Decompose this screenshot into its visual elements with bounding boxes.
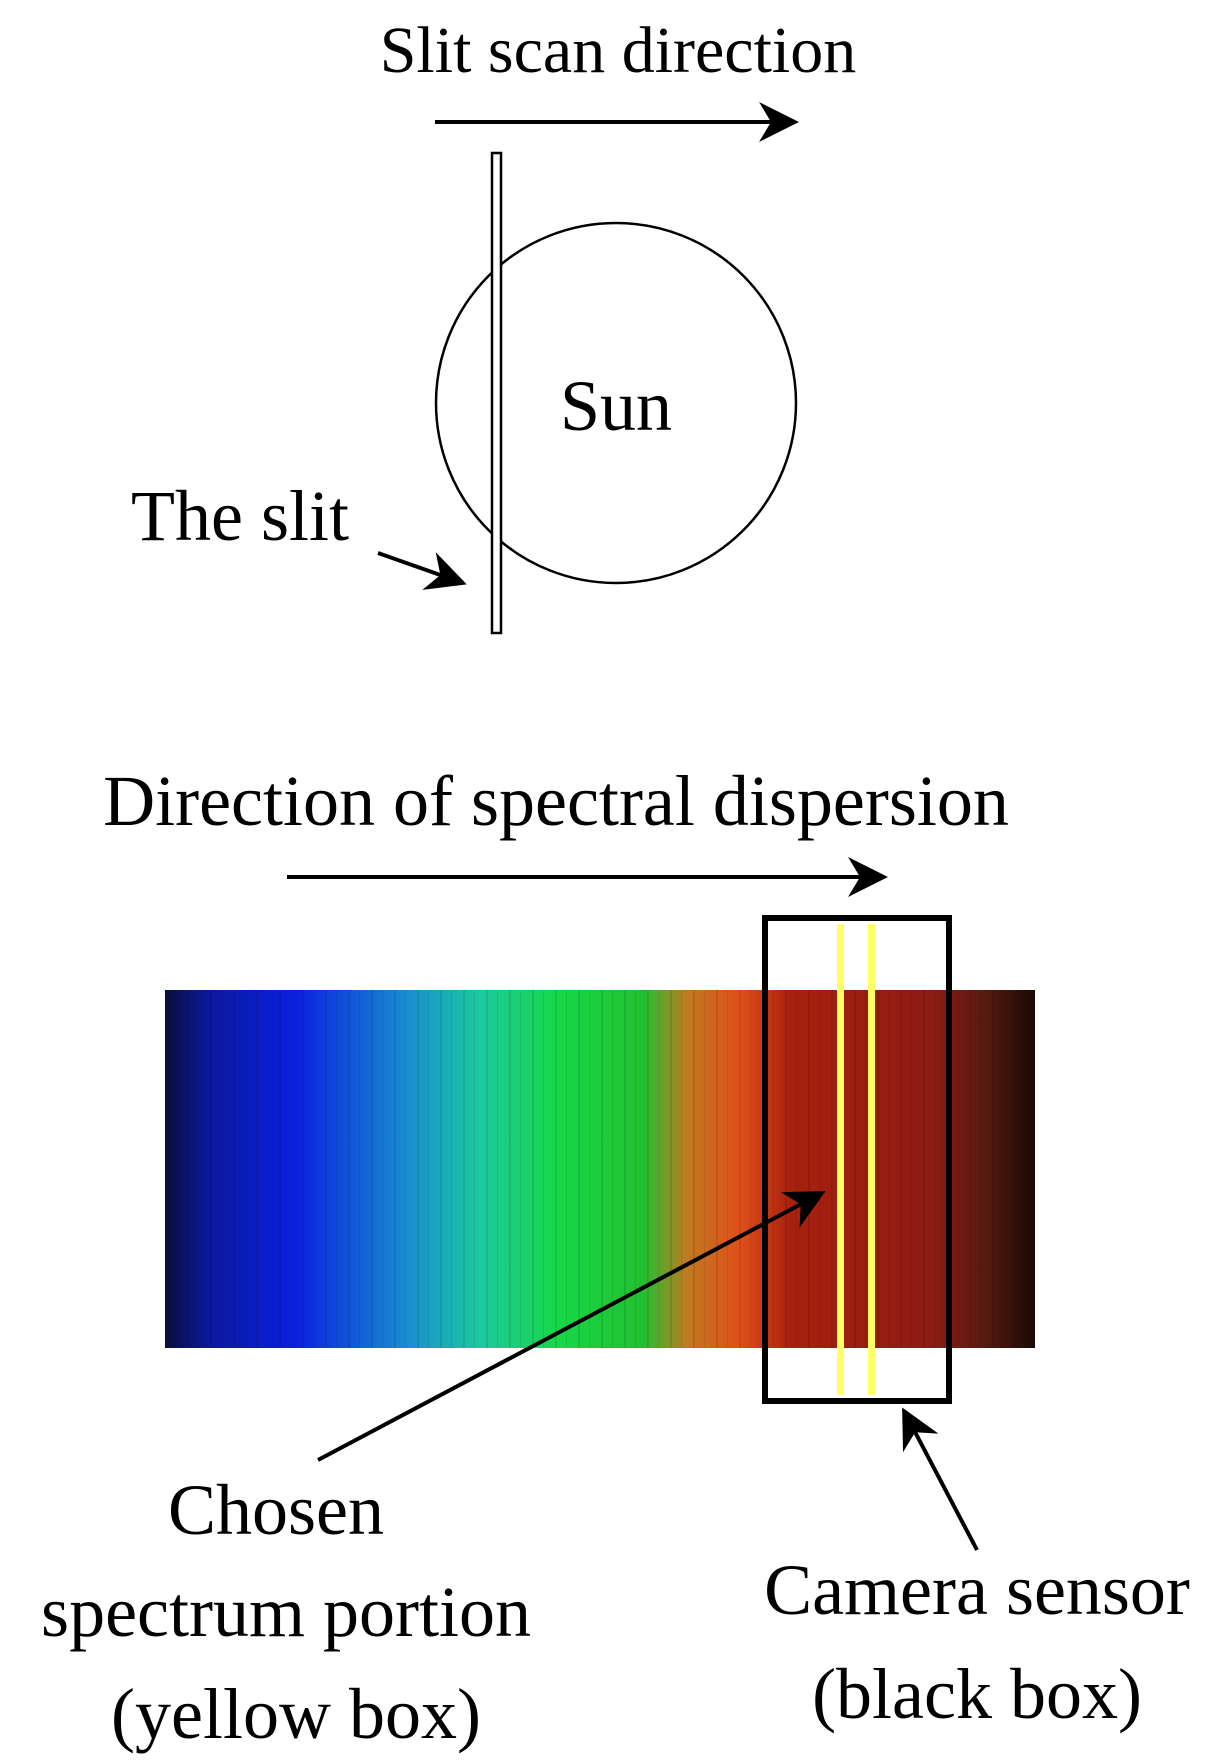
sun-label: Sun xyxy=(560,366,672,446)
camera-sensor-pointer-arrow xyxy=(902,1407,979,1551)
slit-scan-direction-label: Slit scan direction xyxy=(380,14,857,87)
solar-spectrum xyxy=(165,990,1035,1348)
slit-rect xyxy=(490,151,503,635)
yellow-box-right-edge xyxy=(868,924,875,1395)
dispersion-direction-label: Direction of spectral dispersion xyxy=(103,761,1009,841)
camera-sensor-label-line2: (black box) xyxy=(812,1654,1142,1734)
sun-circle xyxy=(434,221,798,585)
chosen-portion-pointer-arrow xyxy=(317,1191,826,1462)
camera-sensor-label-line1: Camera sensor xyxy=(764,1550,1190,1630)
yellow-box-left-edge xyxy=(837,924,844,1395)
spectrum-absorption-lines xyxy=(165,990,1035,1348)
camera-sensor-box xyxy=(762,915,952,1404)
chosen-label-line3: (yellow box) xyxy=(111,1674,481,1754)
chosen-label-line2: spectrum portion xyxy=(41,1572,531,1652)
slit-pointer-arrow xyxy=(377,551,467,590)
the-slit-label: The slit xyxy=(131,476,349,556)
chosen-label-line1: Chosen xyxy=(168,1470,384,1550)
